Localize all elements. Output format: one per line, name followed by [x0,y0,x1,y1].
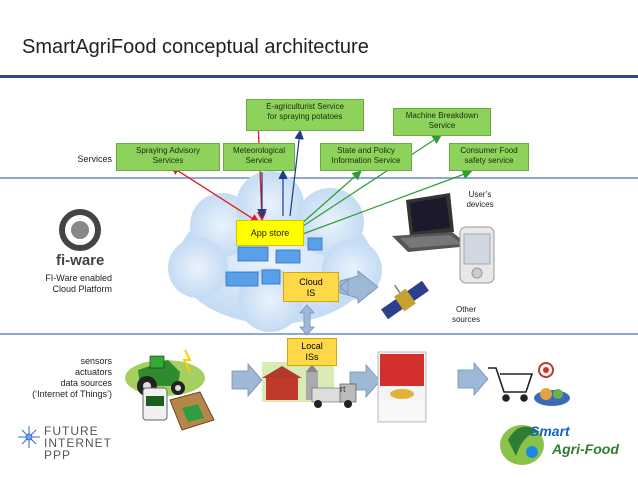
flow-arrows [231,270,489,399]
page-title: SmartAgriFood conceptual architecture [22,36,369,58]
users-devices-label-1: User’s [468,190,492,199]
machine-breakdown-label-1: Machine Breakdown [405,111,479,120]
layer-label-iot-2: actuators [74,367,112,377]
fi-ppp-text-1: FUTURE [44,424,99,438]
spraying-advisory-label-2: Services [152,156,184,165]
layer-separator-services [0,177,638,179]
laptop-icon [392,193,470,252]
users-devices-label-2: devices [466,200,494,209]
local-is-label-2: ISs [305,352,319,362]
cloud-is-label-2: IS [306,288,316,298]
spraying-advisory-box: Spraying Advisory Services [116,143,220,171]
title-rule [0,75,638,78]
eagri-service-label-1: E-agriculturist Service [266,102,344,111]
layer-label-iot-4: (‘Internet of Things’) [32,389,112,399]
app-store-box: App store [236,220,304,246]
layer-label-iot: sensors actuators data sources (‘Interne… [8,356,112,400]
layer-label-services: Services [77,154,112,164]
cloud-tiles [225,237,323,287]
spraying-advisory-label-1: Spraying Advisory [135,146,201,155]
soup-can-icon [377,351,427,423]
other-sources-label: Other sources [440,305,492,325]
layer-label-cloud: FI-Ware enabled Cloud Platform [20,273,112,295]
other-sources-label-1: Other [455,305,476,314]
eagri-service-box: E-agriculturist Service for spraying pot… [246,99,364,131]
truck-label: rt [340,384,346,394]
layer-label-iot-3: data sources [60,378,112,388]
local-is-box: Local ISs [287,338,337,366]
cloud-is-box: Cloud IS [283,272,339,302]
arrow-head-back [339,278,349,295]
fi-ppp-logo [18,426,40,448]
other-sources-label-2: sources [451,315,480,324]
smartagrifood-logo [500,425,544,465]
meteorological-label-1: Meteorological [232,146,286,155]
arrow-cloud-local [299,304,315,336]
satellite-icon [381,280,429,320]
flow-arrow-3 [457,361,489,397]
phone-icon [459,226,495,284]
smartagrifood-logo-text-2: Agri-Food [552,441,619,457]
smartagrifood-logo-text-1: Smart [530,423,570,439]
meteorological-label-2: Service [245,156,273,165]
arrow-cloud-to-sources [339,270,379,304]
users-devices-label: User’s devices [454,190,506,210]
machine-breakdown-box: Machine Breakdown Service [393,108,491,136]
state-policy-box: State and Policy Information Service [320,143,412,171]
fi-ppp-text-2: INTERNET [44,436,112,450]
state-policy-label-2: Information Service [331,156,401,165]
food-icon [534,362,570,406]
local-is-label-1: Local [301,341,323,351]
layer-label-iot-1: sensors [80,356,112,366]
consumer-food-box: Consumer Food safety service [449,143,529,171]
meteorological-box: Meteorological Service [223,143,295,171]
consumer-food-label-2: safety service [464,156,514,165]
pesticide-bottles-icon [142,387,215,431]
shopping-cart-icon [488,367,534,402]
farm-icon [262,362,357,408]
eagri-service-label-2: for spraying potatoes [267,112,343,121]
layer-label-cloud-1: FI-Ware enabled [45,273,112,283]
fi-ppp-text-3: PPP [44,448,72,462]
service-arrows [169,117,473,236]
fiware-logo-text: fi-ware [56,252,105,269]
layer-label-cloud-2: Cloud Platform [52,284,112,294]
state-policy-label-1: State and Policy [337,146,395,155]
machine-breakdown-label-2: Service [428,121,456,130]
fi-ppp-logo-text: FUTURE INTERNET PPP [44,425,112,461]
fiware-logo [59,209,101,251]
layer-separator-cloud [0,333,638,335]
flow-arrow-1 [231,362,263,398]
consumer-food-label-1: Consumer Food [460,146,518,155]
cloud-is-label-1: Cloud [299,277,323,287]
